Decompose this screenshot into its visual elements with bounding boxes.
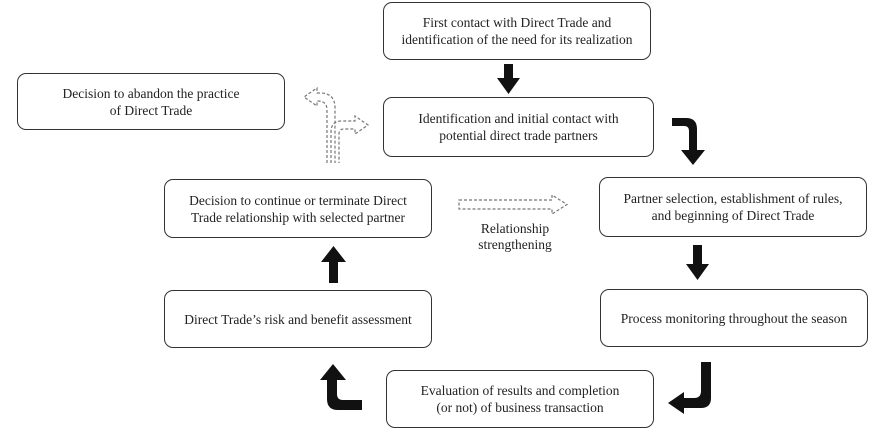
continue-terminate-text: Decision to continue or terminate Direct… xyxy=(189,192,407,225)
up-arrow-icon xyxy=(321,246,346,283)
partner-selection-box: Partner selection, establishment of rule… xyxy=(599,177,867,237)
identification-text: Identification and initial contact with … xyxy=(418,111,619,143)
down-arrow-icon xyxy=(497,64,520,94)
process-monitoring-text: Process monitoring throughout the season xyxy=(620,310,848,326)
dashed-fork-arrow-icon xyxy=(302,86,370,163)
first-contact-text: First contact with Direct Trade and iden… xyxy=(401,15,633,47)
evaluation-box: Evaluation of results and completion (or… xyxy=(386,370,654,428)
risk-assessment-box: Direct Trade’s risk and benefit assessme… xyxy=(164,290,432,348)
evaluation-text: Evaluation of results and completion (or… xyxy=(420,383,620,415)
risk-assessment-text: Direct Trade’s risk and benefit assessme… xyxy=(184,311,412,327)
relationship-strengthening-label: Relationship strengthening xyxy=(478,221,552,252)
dashed-right-arrow-icon xyxy=(458,193,569,216)
abandon-box: Decision to abandon the practice of Dire… xyxy=(17,73,285,130)
hook-arrow-icon xyxy=(668,362,711,414)
process-monitoring-box: Process monitoring throughout the season xyxy=(600,289,868,347)
first-contact-box: First contact with Direct Trade and iden… xyxy=(383,2,651,60)
curved-arrow-icon xyxy=(672,118,705,165)
identification-box: Identification and initial contact with … xyxy=(383,97,654,157)
abandon-text: Decision to abandon the practice of Dire… xyxy=(62,85,240,118)
continue-terminate-box: Decision to continue or terminate Direct… xyxy=(164,179,432,238)
partner-selection-text: Partner selection, establishment of rule… xyxy=(623,191,843,223)
down-arrow-icon xyxy=(686,245,709,280)
hook-arrow-icon xyxy=(320,364,362,410)
